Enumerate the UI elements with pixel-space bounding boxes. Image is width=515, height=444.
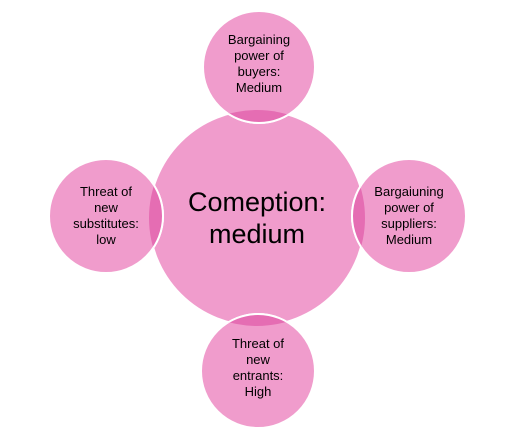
bottom-overlap	[200, 313, 316, 326]
center-circle	[148, 109, 366, 327]
top-circle	[202, 10, 316, 124]
left-circle	[48, 158, 164, 274]
right-overlap	[351, 158, 365, 274]
bottom-circle	[200, 313, 316, 429]
left-overlap	[149, 158, 164, 274]
right-circle	[351, 158, 467, 274]
top-overlap	[202, 110, 316, 124]
